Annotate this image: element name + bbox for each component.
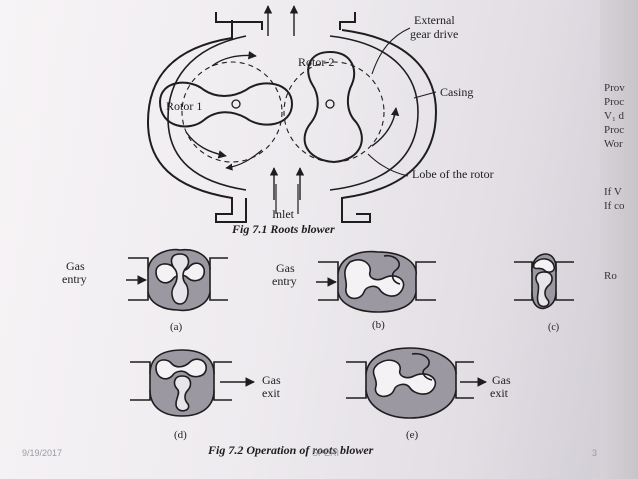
edge-text-1: Prov xyxy=(604,82,625,94)
edge-text-3: V₁ d xyxy=(604,110,625,122)
fig7-1-caption: Fig 7.1 Roots blower xyxy=(231,222,335,236)
label-gear-drive: gear drive xyxy=(410,27,458,41)
label-gas-entry-a-2: entry xyxy=(62,272,87,286)
fig7-2-labels: Gas entry Gas entry Gas exit Gas exit (a… xyxy=(62,259,559,457)
label-gas-entry-b-2: entry xyxy=(272,274,297,288)
edge-text-7: If co xyxy=(604,200,625,212)
label-inlet: Inlet xyxy=(272,207,295,221)
label-gas-entry-a-1: Gas xyxy=(66,259,85,273)
panel-a-label: (a) xyxy=(170,321,183,333)
panel-e-diagram xyxy=(346,347,487,419)
edge-text-6: If V xyxy=(604,186,622,198)
fig7-2-diagrams xyxy=(126,248,574,419)
edge-text-2: Proc xyxy=(604,96,625,108)
panel-e-label: (e) xyxy=(406,429,419,441)
panel-c-label: (c) xyxy=(548,322,559,333)
edge-text-8: Ro xyxy=(604,270,617,282)
panel-c-diagram xyxy=(514,253,574,310)
panel-d-diagram xyxy=(130,349,255,417)
label-gas-entry-b-1: Gas xyxy=(276,261,295,275)
label-external: External xyxy=(414,13,455,27)
fig7-2-caption: Fig 7.2 Operation of roots blower xyxy=(207,443,374,457)
label-rotor-1: Rotor 1 xyxy=(166,99,202,113)
label-gas-exit-e-1: Gas xyxy=(492,373,511,387)
adjacent-page-strip xyxy=(600,0,638,479)
edge-text-5: Wor xyxy=(604,138,623,150)
label-gas-exit-d-1: Gas xyxy=(262,373,281,387)
label-casing: Casing xyxy=(440,85,473,99)
panel-a-diagram xyxy=(126,248,228,312)
label-rotor-2: Rotor 2 xyxy=(298,55,334,69)
edge-text-4: Proc xyxy=(604,124,625,136)
footer-page-number: 3 xyxy=(592,448,598,458)
panel-d-label: (d) xyxy=(174,429,187,441)
fig7-1-diagram xyxy=(146,5,438,223)
panel-b-label: (b) xyxy=(372,319,385,331)
fig7-1-labels: External gear drive Rotor 2 Rotor 1 Casi… xyxy=(166,13,494,236)
footer-date: 9/19/2017 xyxy=(22,448,63,458)
label-lobe: Lobe of the rotor xyxy=(412,167,494,181)
footer-source: SPERI xyxy=(312,448,340,458)
label-gas-exit-e-2: exit xyxy=(490,386,509,400)
panel-b-diagram xyxy=(316,250,436,313)
label-gas-exit-d-2: exit xyxy=(262,386,281,400)
